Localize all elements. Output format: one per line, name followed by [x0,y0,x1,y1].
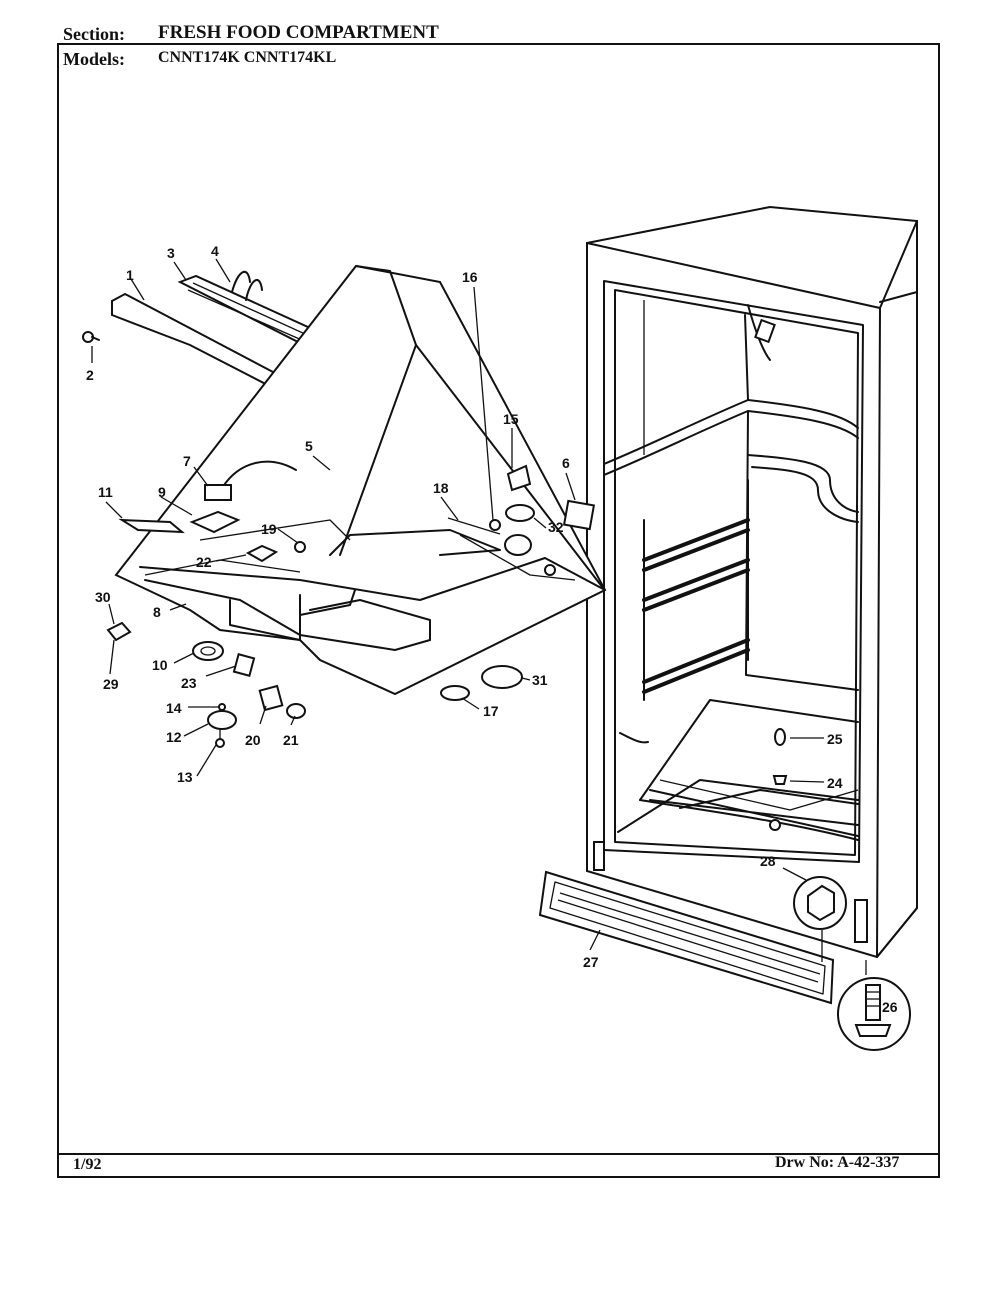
callout-19: 19 [261,521,277,537]
date-code: 1/92 [73,1156,102,1173]
callout-29: 29 [103,676,119,692]
callout-7: 7 [183,453,191,469]
callout-10: 10 [152,657,168,673]
clip-detail [793,876,847,962]
callout-14: 14 [166,700,182,716]
section-title: FRESH FOOD COMPARTMENT [158,22,439,43]
callout-30: 30 [95,589,111,605]
callout-22: 22 [196,554,212,570]
footer-rule [57,1153,940,1155]
callout-3: 3 [167,245,175,261]
callout-20: 20 [245,732,261,748]
callout-15: 15 [503,411,519,427]
callout-24: 24 [827,775,843,791]
drawing-number: Drw No: A-42-337 [775,1154,900,1171]
callout-26: 26 [882,999,898,1015]
callout-32: 32 [548,519,564,535]
callout-12: 12 [166,729,182,745]
models-label: Models: [63,49,125,69]
callout-5: 5 [305,438,313,454]
callout-9: 9 [158,484,166,500]
callout-23: 23 [181,675,197,691]
callout-17: 17 [483,703,499,719]
callout-16: 16 [462,269,478,285]
callout-1: 1 [126,267,134,283]
control-housing [114,264,607,696]
callout-6: 6 [562,455,570,471]
callout-27: 27 [583,954,599,970]
callout-21: 21 [283,732,299,748]
section-label: Section: [63,24,125,44]
drawing-frame [57,43,940,1178]
callout-4: 4 [211,243,219,259]
leader-lines [91,258,825,951]
callout-2: 2 [86,367,94,383]
callout-8: 8 [153,604,161,620]
callout-11: 11 [98,484,113,500]
callout-25: 25 [827,731,843,747]
callout-labels: 1 2 3 4 5 6 7 8 9 10 11 12 13 14 15 16 1… [86,243,898,1015]
control-components [106,460,788,785]
screw-part-2 [82,331,100,343]
callout-13: 13 [177,769,193,785]
models-value: CNNT174K CNNT174KL [158,49,337,66]
callout-28: 28 [760,853,776,869]
callout-18: 18 [433,480,449,496]
refrigerator-cabinet [586,205,918,959]
leveling-leg-detail [837,960,911,1051]
bottom-grille [538,870,835,1005]
callout-31: 31 [532,672,548,688]
